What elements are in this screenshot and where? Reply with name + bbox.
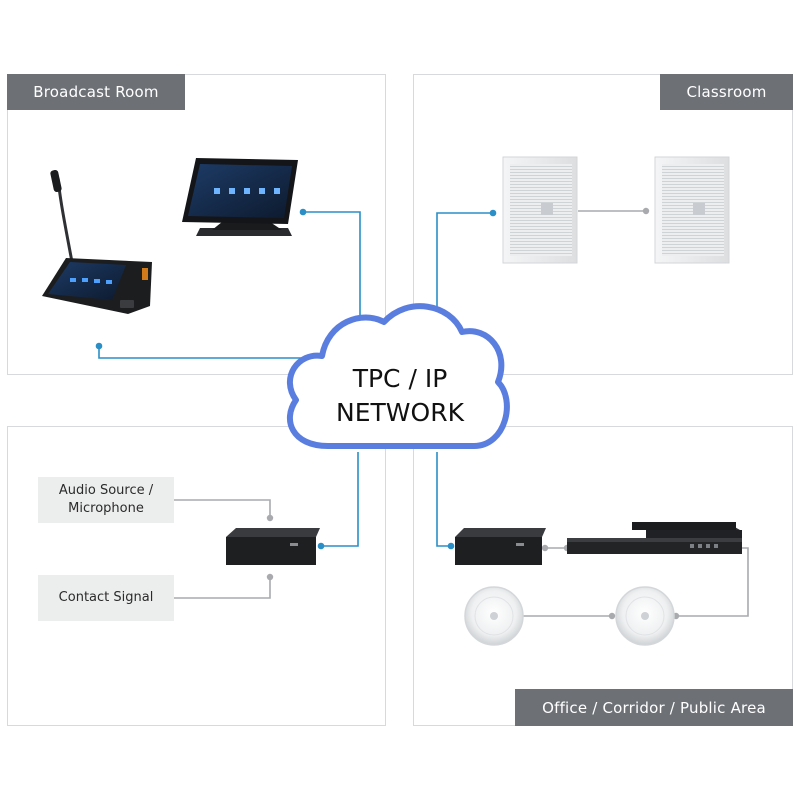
network-label-line2: NETWORK: [336, 398, 464, 427]
link-audio-source: [174, 499, 271, 518]
dot-input-box: [317, 542, 325, 550]
dot-classroom: [489, 209, 497, 217]
blue-links: [98, 211, 493, 547]
audio-source-line1: Audio Source /: [58, 483, 154, 498]
link-office-box: [436, 452, 451, 547]
link-tablet: [303, 211, 361, 358]
ceiling-speaker-right: [615, 586, 675, 646]
gray-links: [174, 210, 749, 617]
link-contact-signal: [174, 577, 271, 599]
office-corridor-tag: Office / Corridor / Public Area: [515, 689, 793, 726]
dot-office-box: [447, 542, 455, 550]
amplifier-rack: [567, 522, 742, 554]
dot-call-station: [95, 342, 103, 350]
blue-link-dots: [95, 208, 497, 550]
link-classroom: [436, 212, 493, 320]
network-label: TPC / IP NETWORK: [300, 362, 500, 430]
link-amp-ceiling: [676, 547, 749, 617]
audio-source-line2: Microphone: [68, 501, 144, 516]
office-panel: [413, 426, 793, 726]
wall-speaker-left: [502, 156, 578, 264]
network-cloud: [286, 303, 510, 449]
link-input-box: [321, 452, 359, 547]
dot-tablet: [299, 208, 307, 216]
tablet-device: [182, 158, 298, 236]
broadcast-room-panel: [7, 74, 386, 375]
network-label-line1: TPC / IP: [352, 364, 448, 393]
link-call-station: [98, 346, 316, 359]
ceiling-speaker-left: [464, 586, 524, 646]
contact-signal-label: Contact Signal: [38, 575, 174, 621]
audio-source-label: Audio Source / Microphone: [38, 477, 174, 523]
interface-box-input: [226, 528, 320, 565]
interface-box-office: [455, 528, 546, 565]
classroom-tag: Classroom: [660, 74, 793, 110]
call-station-device: [42, 169, 152, 314]
classroom-panel: [413, 74, 793, 375]
broadcast-room-tag: Broadcast Room: [7, 74, 185, 110]
wall-speaker-right: [654, 156, 730, 264]
